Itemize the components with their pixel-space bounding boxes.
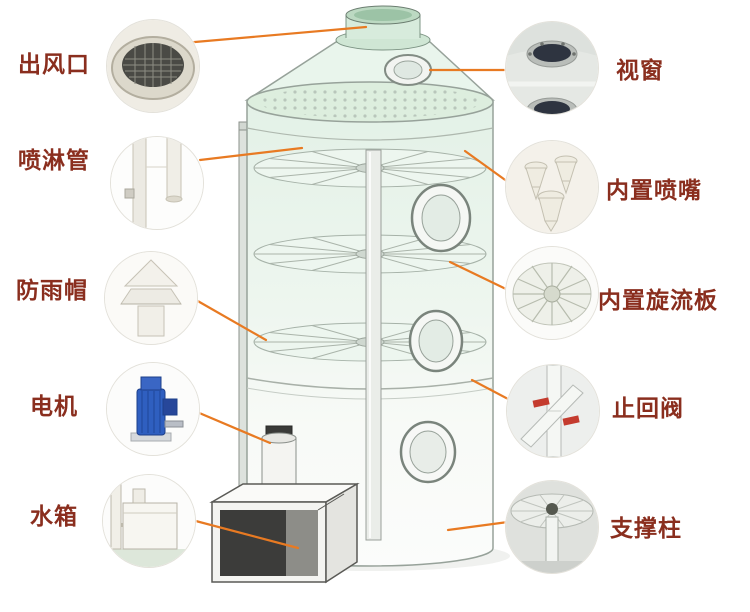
label-spray-pipe: 喷淋管	[18, 147, 90, 173]
label-nozzle: 内置喷嘴	[606, 177, 702, 203]
label-swirl-plate: 内置旋流板	[598, 287, 718, 313]
label-rain-cap: 防雨帽	[16, 277, 88, 303]
air-outlet-photo	[106, 19, 200, 113]
spray-pipe-photo	[110, 136, 204, 230]
view-window-photo	[505, 21, 599, 115]
rain-cap-photo	[104, 251, 198, 345]
water-tank-photo	[102, 474, 196, 568]
check-valve-photo	[506, 364, 600, 458]
label-view-window: 视窗	[616, 57, 664, 83]
label-air-outlet: 出风口	[18, 51, 90, 77]
pump-and-base-box	[209, 425, 360, 584]
motor-photo	[106, 362, 200, 456]
connector-lines	[170, 25, 512, 550]
label-water-tank: 水箱	[30, 503, 78, 529]
label-support-column: 支撑柱	[610, 515, 682, 541]
nozzle-photo	[505, 140, 599, 234]
support-column-photo	[505, 480, 599, 574]
swirl-plate-photo	[505, 246, 599, 340]
label-motor: 电机	[30, 393, 78, 419]
central-support-column	[365, 149, 382, 541]
label-check-valve: 止回阀	[612, 395, 684, 421]
tower-portholes	[384, 54, 472, 484]
